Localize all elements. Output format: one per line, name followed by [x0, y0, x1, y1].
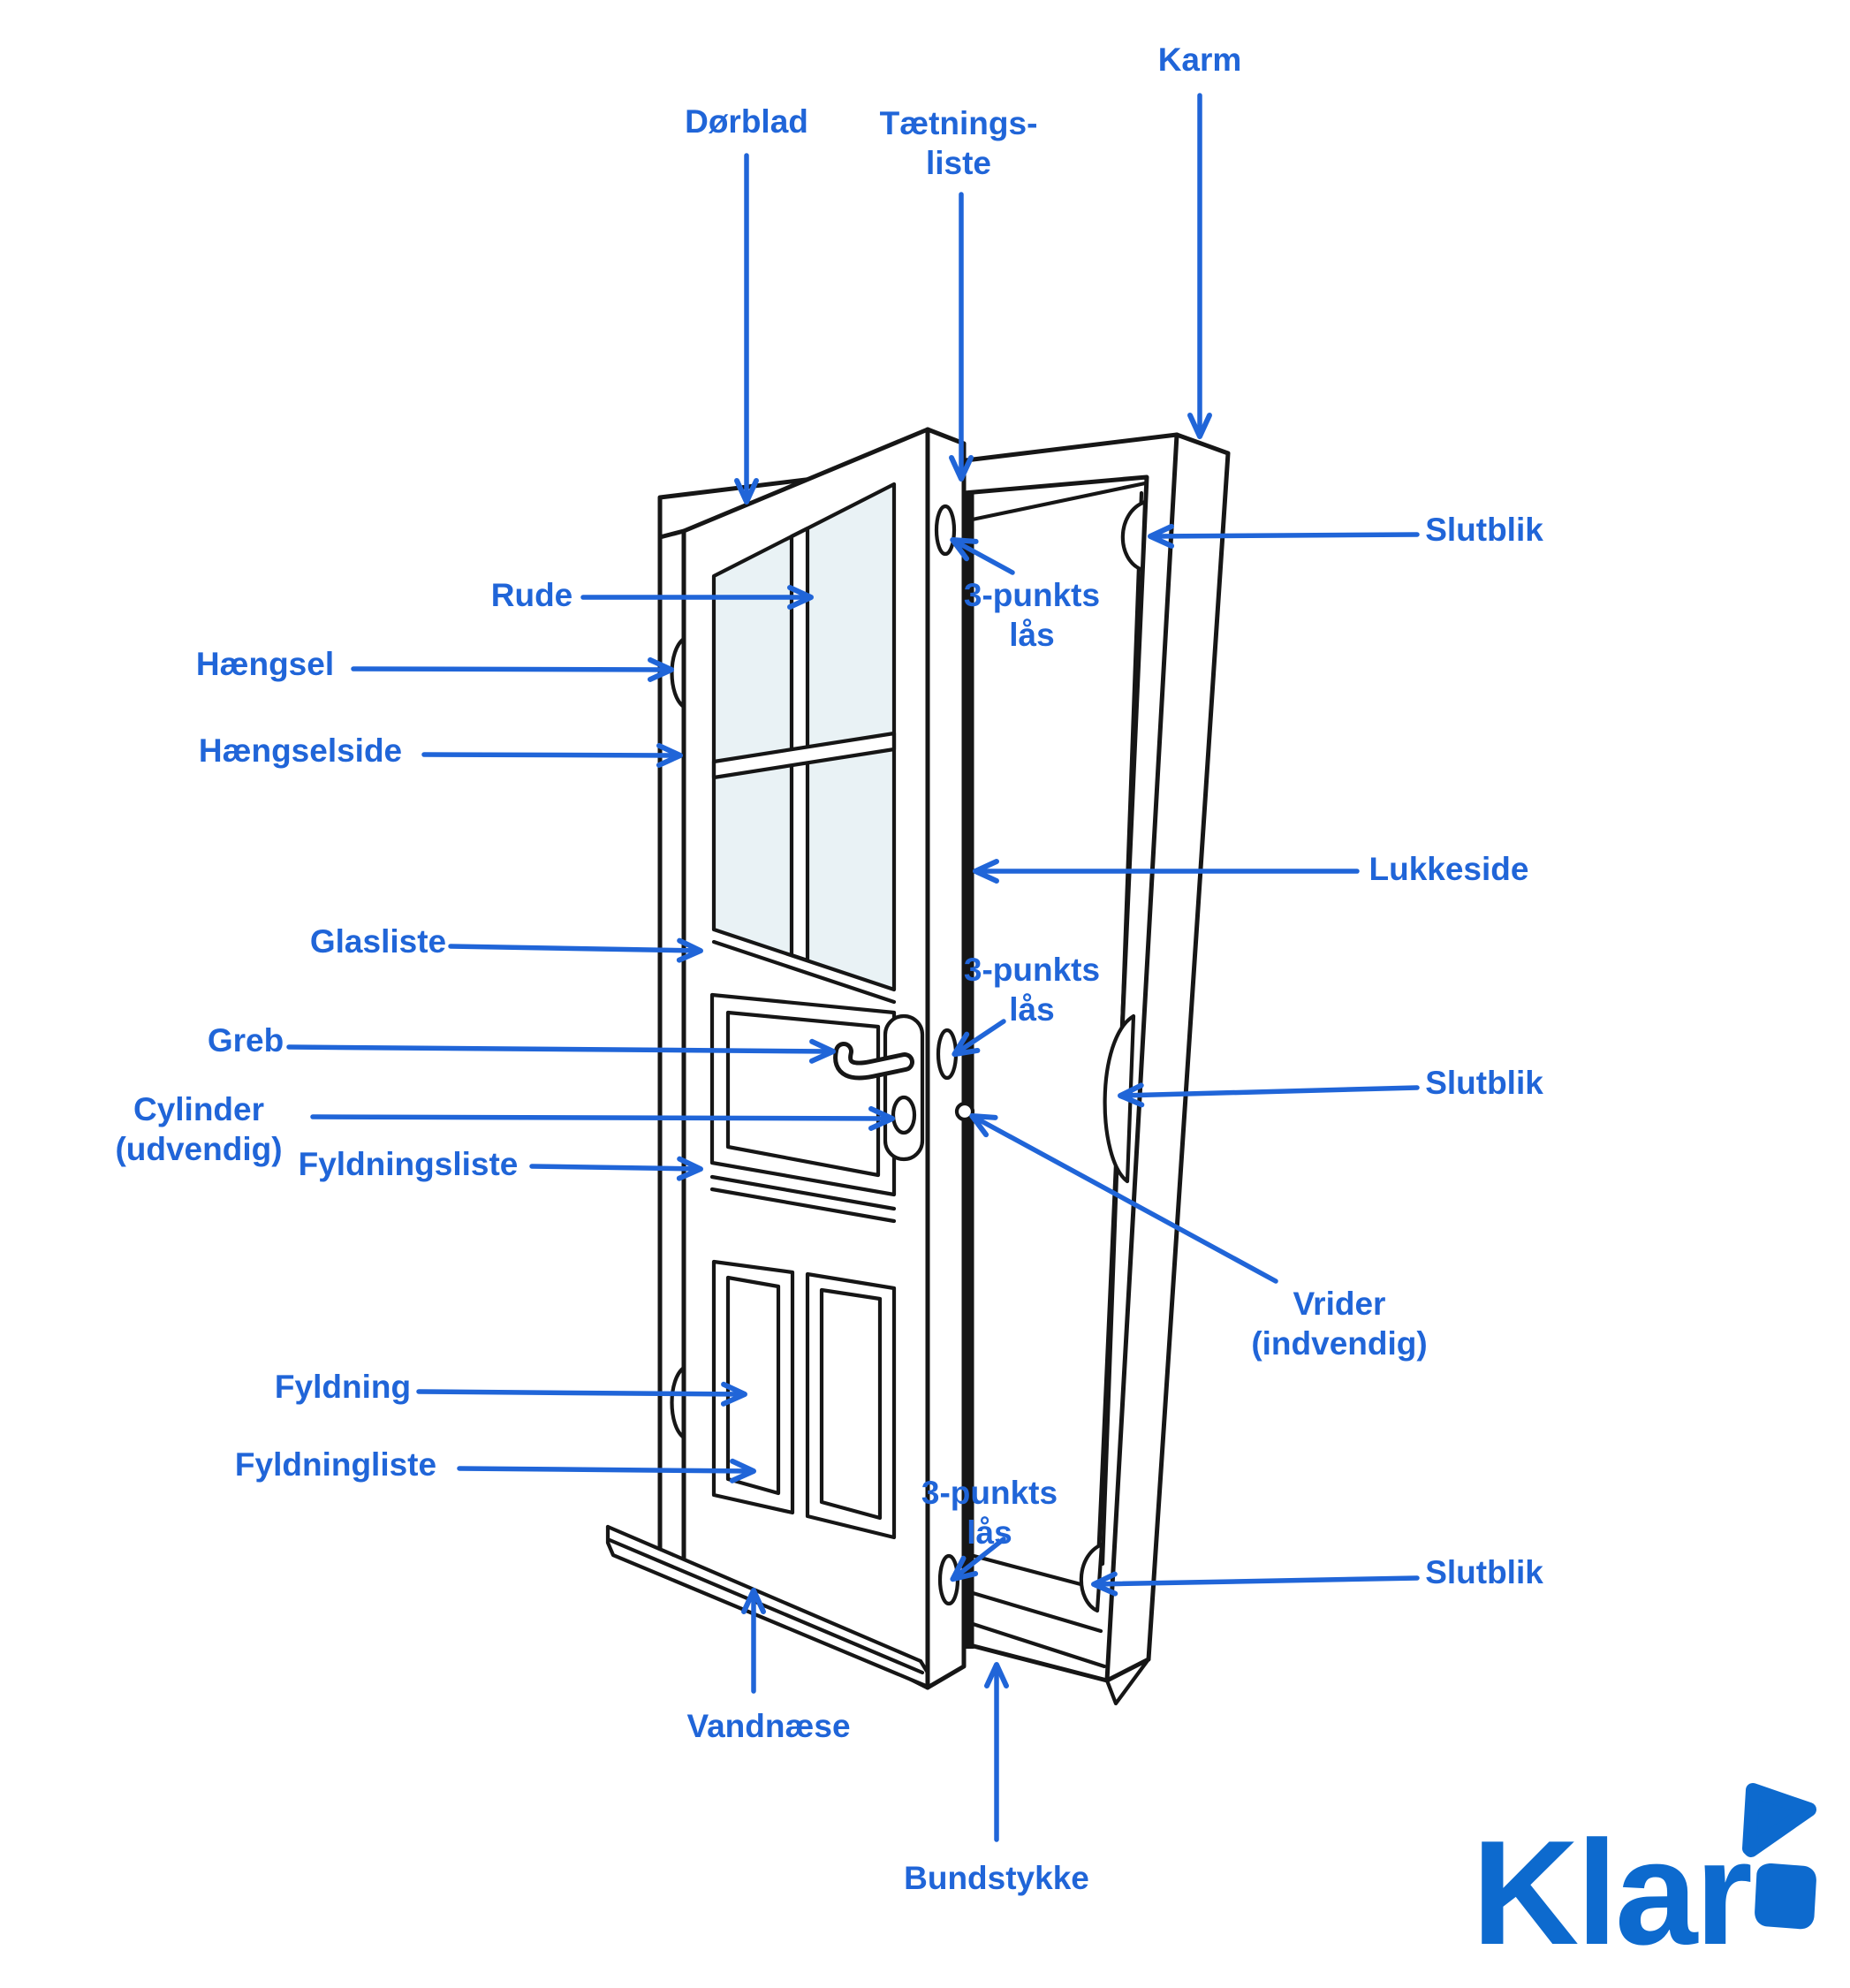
callout-arrow-slutblik-top: [1148, 523, 1420, 549]
callout-arrow-fyldning: [416, 1381, 747, 1407]
callout-cylinder: Cylinder(udvendig): [115, 1091, 895, 1167]
callout-fyldning: Fyldning: [275, 1369, 747, 1407]
lower-panel-left: [711, 1259, 795, 1515]
callout-doerblad: Dørblad: [685, 103, 808, 505]
callout-fyldningsliste: Fyldningsliste: [299, 1146, 703, 1182]
vandnaese-strip: [605, 1524, 930, 1688]
bundstykke: [961, 1551, 1110, 1683]
callout-slutblik-mid: Slutblik: [1118, 1065, 1543, 1108]
callout-label-karm: Karm: [1158, 42, 1242, 78]
callout-lukkeside: Lukkeside: [973, 851, 1529, 887]
callout-haengsel: Hængsel: [196, 646, 674, 682]
callout-bundstykke: Bundstykke: [904, 1662, 1089, 1896]
callout-label-slutblik-top: Slutblik: [1425, 512, 1543, 548]
slutblik-plate-bottom: [1079, 1542, 1104, 1613]
frame-head-step-line: [961, 481, 1148, 524]
fyldningsliste-molding: [709, 1174, 897, 1211]
door-leaf: [605, 427, 975, 1690]
callout-haengselside: Hængselside: [199, 732, 683, 769]
callout-greb: Greb: [208, 1022, 836, 1064]
callout-arrow-haengsel: [351, 656, 674, 682]
callout-label-fyldning: Fyldning: [275, 1369, 411, 1405]
callout-vrider: Vrider(indvendig): [969, 1113, 1428, 1362]
callout-label-fyldningsliste: Fyldningsliste: [299, 1146, 519, 1182]
klar-logo: Klar: [1472, 1783, 1816, 1976]
callout-arrow-fyldningliste: [457, 1458, 756, 1483]
callout-label-vandnaese: Vandnæse: [686, 1708, 850, 1744]
middle-panel: [709, 992, 897, 1224]
callout-label-rude: Rude: [491, 577, 573, 613]
greb-lever: [838, 1046, 910, 1076]
callout-label-glasliste: Glasliste: [310, 923, 446, 960]
slutblik-plate-top: [1120, 499, 1148, 573]
door-top-edge: [681, 427, 930, 534]
glasliste-bead: [711, 939, 897, 1005]
callout-label-vrider: Vrider(indvendig): [1251, 1286, 1427, 1362]
slutblik-plate-mid: [1103, 1013, 1136, 1184]
callout-arrow-trepunkts-bottom: [950, 1537, 1006, 1582]
callout-karm: Karm: [1158, 42, 1242, 439]
callout-label-haengselside: Hængselside: [199, 732, 402, 769]
callout-taetningsliste: Tætnings-liste: [880, 105, 1038, 482]
callout-label-taetningsliste: Tætnings-liste: [880, 105, 1038, 181]
callout-arrow-glasliste: [448, 937, 703, 963]
callout-arrow-slutblik-mid: [1118, 1082, 1420, 1108]
callout-label-bundstykke: Bundstykke: [904, 1860, 1089, 1896]
callout-arrow-greb: [286, 1038, 836, 1064]
callout-arrow-cylinder: [310, 1105, 895, 1131]
callout-label-lukkeside: Lukkeside: [1369, 851, 1529, 887]
callout-fyldningliste: Fyldningliste: [235, 1446, 756, 1483]
callout-glasliste: Glasliste: [310, 923, 703, 963]
haengsel-bottom: [670, 1365, 686, 1440]
callout-label-slutblik-mid: Slutblik: [1425, 1065, 1543, 1101]
callout-label-fyldningliste: Fyldningliste: [235, 1446, 436, 1483]
greb-escutcheon: [883, 1013, 925, 1162]
callout-label-doerblad: Dørblad: [685, 103, 808, 140]
callout-slutblik-top: Slutblik: [1148, 512, 1543, 549]
glass-mullion-vertical: [789, 526, 810, 963]
callout-arrow-fyldningsliste: [529, 1156, 703, 1181]
klar-logo-text: Klar: [1472, 1810, 1750, 1976]
lower-panel-right: [805, 1271, 897, 1540]
cylinder-oval: [891, 1095, 917, 1135]
glass-outline: [711, 482, 897, 992]
trepunkts-laas-top: [934, 504, 957, 557]
frame-bottom-corner: [1104, 1657, 1151, 1706]
callout-arrow-trepunkts-top: [950, 537, 1015, 575]
callout-arrow-slutblik-bottom: [1091, 1571, 1420, 1597]
callout-slutblik-bottom: Slutblik: [1091, 1554, 1543, 1597]
callout-label-cylinder: Cylinder(udvendig): [115, 1091, 282, 1167]
frame-head-top-edge: [657, 432, 1179, 543]
callout-arrow-trepunkts-mid: [952, 1019, 1006, 1058]
callout-label-haengsel: Hængsel: [196, 646, 334, 682]
vrider-knob: [954, 1101, 975, 1122]
callout-label-greb: Greb: [208, 1022, 284, 1058]
klar-logo-cube-icon: [1755, 1863, 1816, 1930]
klar-logo-flag-icon: [1742, 1783, 1816, 1857]
trepunkts-laas-mid: [936, 1028, 959, 1081]
frame-right-side-face: [1146, 432, 1231, 1662]
callout-rude: Rude: [491, 577, 814, 613]
callout-vandnaese: Vandnæse: [686, 1588, 851, 1744]
callout-label-slutblik-bottom: Slutblik: [1425, 1554, 1543, 1590]
callout-arrow-vrider: [969, 1113, 1278, 1284]
door-hinge-side-strip: [657, 528, 686, 1561]
